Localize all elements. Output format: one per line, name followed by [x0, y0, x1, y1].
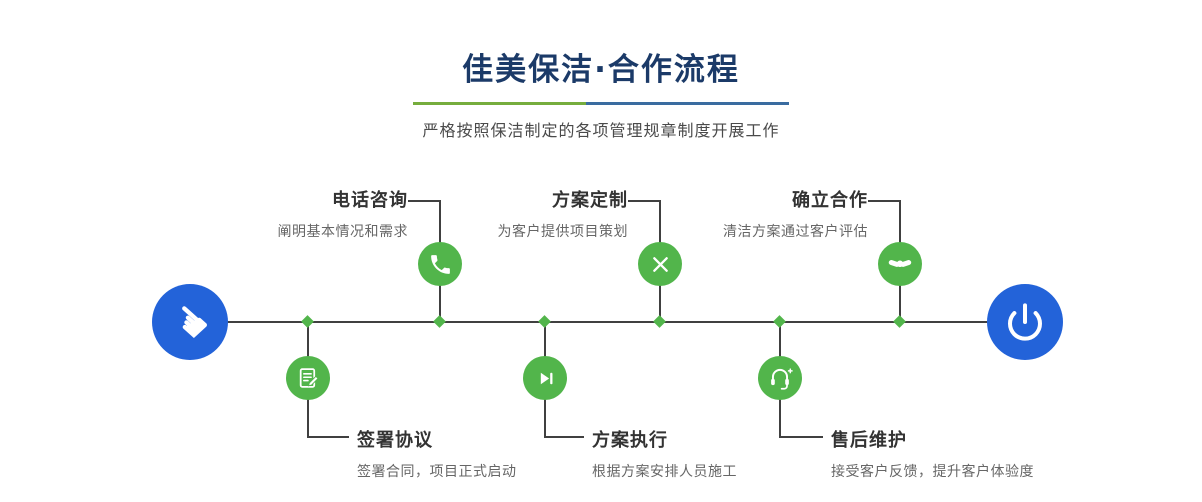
- step-node-plan-custom: [638, 242, 682, 286]
- page-subtitle: 严格按照保洁制定的各项管理规章制度开展工作: [422, 121, 780, 140]
- flow-end-node: [987, 284, 1063, 360]
- play-next-icon: [533, 366, 558, 391]
- step-title: 售后维护: [831, 430, 907, 451]
- flow-start-node: ☚: [152, 284, 228, 360]
- power-icon: [1005, 302, 1045, 342]
- timeline-diamond-marker: [433, 315, 446, 328]
- step-label-cooperation: 确立合作 清洁方案通过客户评估: [608, 186, 868, 241]
- timeline-diamond-marker: [301, 315, 314, 328]
- step-node-cooperation: [878, 242, 922, 286]
- step-node-phone-consult: [418, 242, 462, 286]
- step-label-sign-agreement: 签署协议 签署合同，项目正式启动: [357, 426, 617, 481]
- underline-green-segment: [413, 102, 586, 105]
- pencil-ruler-icon: [648, 252, 673, 277]
- step-title: 方案执行: [592, 430, 668, 451]
- step-label-plan-execute: 方案执行 根据方案安排人员施工: [592, 426, 852, 481]
- connector-line: [408, 200, 440, 202]
- phone-icon: [428, 252, 453, 277]
- connector-line: [868, 200, 900, 202]
- step-label-plan-custom: 方案定制 为客户提供项目策划: [368, 186, 628, 241]
- timeline-diamond-marker: [538, 315, 551, 328]
- page-title: 佳美保洁·合作流程: [462, 52, 740, 88]
- underline-blue-segment: [585, 102, 789, 105]
- connector-line: [544, 436, 584, 438]
- section-header: 佳美保洁·合作流程 严格按照保洁制定的各项管理规章制度开展工作: [0, 44, 1202, 141]
- timeline-diamond-marker: [893, 315, 906, 328]
- timeline-diamond-marker: [653, 315, 666, 328]
- step-title: 确立合作: [792, 190, 868, 211]
- headset-icon: [767, 365, 793, 391]
- handshake-icon: [887, 251, 913, 277]
- step-desc: 签署合同，项目正式启动: [357, 464, 517, 480]
- step-node-sign-agreement: [286, 356, 330, 400]
- step-node-after-sales: [758, 356, 802, 400]
- timeline-diamond-marker: [773, 315, 786, 328]
- step-title: 电话咨询: [332, 190, 408, 211]
- step-node-plan-execute: [523, 356, 567, 400]
- step-desc: 接受客户反馈，提升客户体验度: [831, 464, 1034, 480]
- step-title: 方案定制: [552, 190, 628, 211]
- step-desc: 清洁方案通过客户评估: [723, 224, 868, 240]
- pointer-hand-icon: ☚: [159, 290, 221, 353]
- step-desc: 为客户提供项目策划: [497, 224, 628, 240]
- step-label-after-sales: 售后维护 接受客户反馈，提升客户体验度: [831, 426, 1111, 481]
- timeline-main-line: [190, 321, 1025, 323]
- connector-line: [628, 200, 660, 202]
- step-desc: 阐明基本情况和需求: [277, 224, 408, 240]
- connector-line: [779, 436, 823, 438]
- title-underline: [413, 102, 789, 105]
- contract-icon: [296, 366, 321, 391]
- step-title: 签署协议: [357, 430, 433, 451]
- step-label-phone-consult: 电话咨询 阐明基本情况和需求: [148, 186, 408, 241]
- connector-line: [307, 436, 349, 438]
- step-desc: 根据方案安排人员施工: [592, 464, 737, 480]
